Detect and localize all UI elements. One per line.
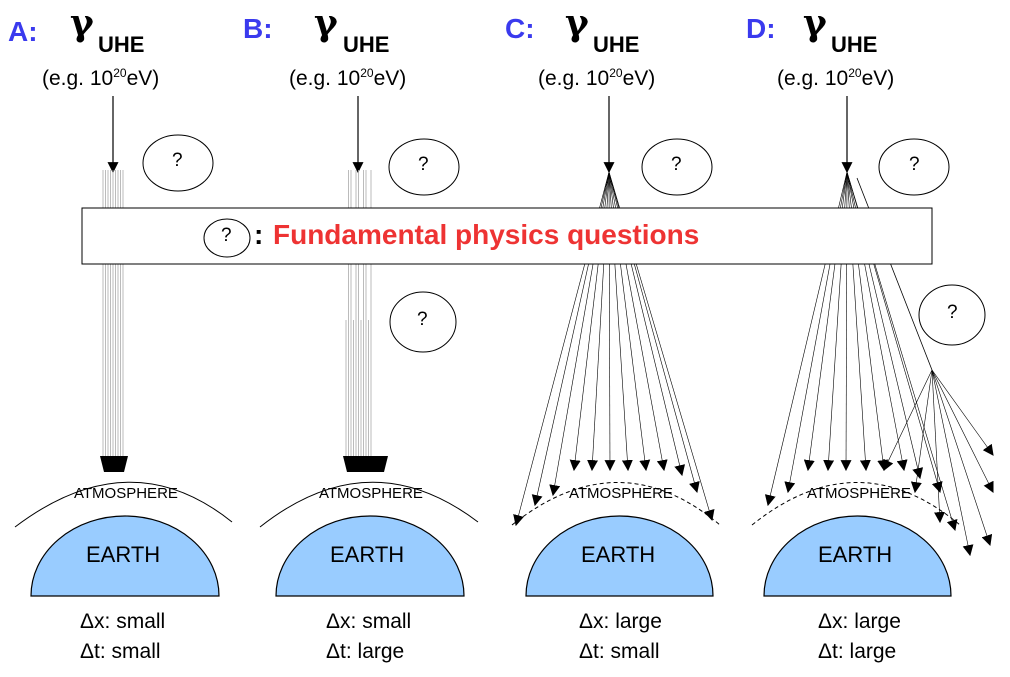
panel-b-dx-label: Δx: small xyxy=(326,610,412,633)
panel-a-uhe-subscript: UHE xyxy=(98,32,145,57)
panel-b-question-circle-upper xyxy=(388,138,460,196)
panel-d-secondary-line xyxy=(931,369,993,547)
panel-d-earth-label: EARTH xyxy=(818,542,893,567)
panel-d-atmosphere-label: ATMOSPHERE xyxy=(807,485,911,502)
panel-a-dx-label: Δx: small xyxy=(80,610,166,633)
panel-d-gamma-symbol: γ xyxy=(803,2,827,44)
banner-colon: : xyxy=(254,219,264,250)
panel-a-shower-impact xyxy=(100,456,128,472)
panel-a-question-circle xyxy=(142,134,214,192)
panel-d-secondary-line xyxy=(931,369,945,524)
panel-a-earth-dome xyxy=(30,515,220,597)
panel-d-secondary-line xyxy=(883,369,933,471)
panel-b-gamma-symbol: γ xyxy=(314,2,338,44)
panel-a-gamma-symbol: γ xyxy=(70,2,94,44)
panel-d-dx-label: Δx: large xyxy=(818,610,901,633)
panel-a-atmosphere-label: ATMOSPHERE xyxy=(74,485,178,502)
panel-a-letter: A: xyxy=(8,16,38,47)
panel-d-earth-dome xyxy=(763,515,952,597)
panel-a-earth-label: EARTH xyxy=(86,542,161,567)
panel-d-question-mark-lower: ? xyxy=(947,302,958,323)
banner-question-mark: ? xyxy=(221,225,232,246)
panel-c-question-mark: ? xyxy=(671,154,682,175)
panel-b-earth-dome xyxy=(275,515,465,597)
panel-c-letter: C: xyxy=(505,13,535,44)
panel-a-dt-label: Δt: small xyxy=(80,640,161,663)
panel-d-secondary-line xyxy=(931,369,994,456)
panel-d-letter: D: xyxy=(746,13,776,44)
panel-c-earth-dome xyxy=(525,515,714,597)
panel-d-secondary-line xyxy=(931,369,974,557)
panel-b-question-mark-upper: ? xyxy=(418,154,429,175)
panel-b-energy-label: (e.g. 1020eV) xyxy=(289,66,407,90)
panel-d-energy-label: (e.g. 1020eV) xyxy=(777,66,895,90)
panel-b-atmosphere-arc xyxy=(259,481,479,528)
panel-a-energy-label: (e.g. 1020eV) xyxy=(42,66,160,90)
panel-d-secondary-line xyxy=(931,369,994,493)
panel-c-gamma-symbol: γ xyxy=(565,2,589,44)
panel-b-letter: B: xyxy=(243,13,273,44)
panel-b-question-circle-lower xyxy=(389,291,457,353)
panel-c-earth-label: EARTH xyxy=(581,542,656,567)
panel-d-uhe-subscript: UHE xyxy=(831,32,878,57)
panel-d-secondary-line xyxy=(910,369,933,494)
panel-d-question-mark-upper: ? xyxy=(909,154,920,175)
panel-b-shower-impact xyxy=(343,456,388,472)
panel-c-uhe-subscript: UHE xyxy=(593,32,640,57)
panel-c-energy-label: (e.g. 1020eV) xyxy=(538,66,656,90)
panel-c-atmosphere-label: ATMOSPHERE xyxy=(569,485,673,502)
panel-c-atmosphere-arc xyxy=(511,482,721,526)
panel-c-dx-label: Δx: large xyxy=(579,610,662,633)
panel-b-atmosphere-label: ATMOSPHERE xyxy=(319,485,423,502)
panel-d-atmosphere-arc xyxy=(751,482,961,526)
panel-d-question-circle-upper xyxy=(878,138,950,196)
panel-b-question-mark-lower: ? xyxy=(417,309,428,330)
panel-a-question-mark: ? xyxy=(172,150,183,171)
panel-d-dt-label: Δt: large xyxy=(818,640,897,663)
panel-b-uhe-subscript: UHE xyxy=(343,32,390,57)
banner-title: Fundamental physics questions xyxy=(273,219,700,250)
panel-c-dt-label: Δt: small xyxy=(579,640,660,663)
panel-b-dt-label: Δt: large xyxy=(326,640,405,663)
panel-d-question-circle-lower xyxy=(918,284,986,346)
panel-c-question-circle xyxy=(641,138,713,196)
panel-b-earth-label: EARTH xyxy=(330,542,405,567)
panel-a-atmosphere-arc xyxy=(14,481,233,528)
banner-question-circle xyxy=(203,218,251,258)
